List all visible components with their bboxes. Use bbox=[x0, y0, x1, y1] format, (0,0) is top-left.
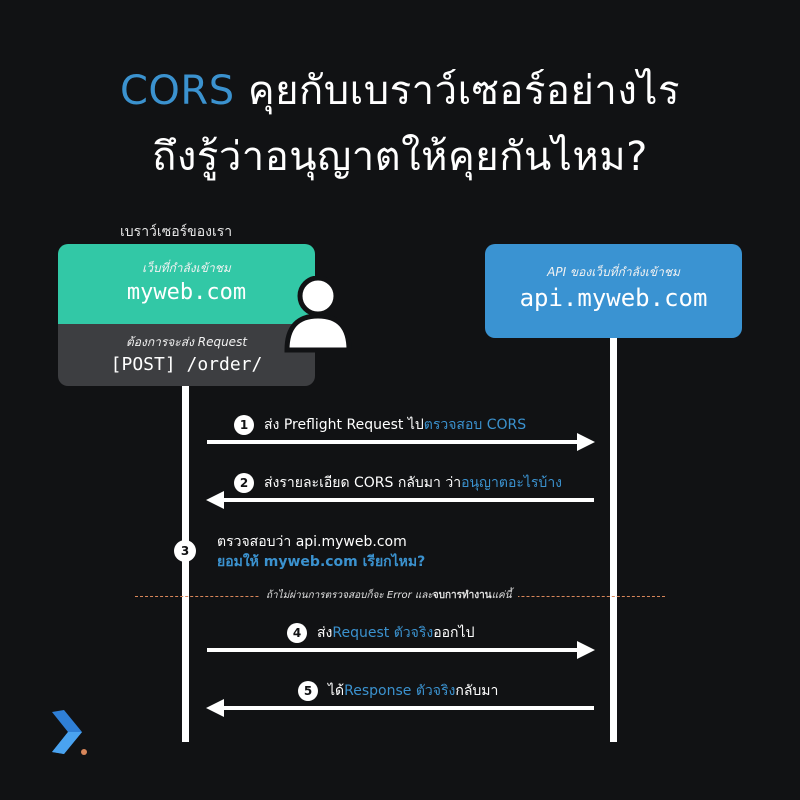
site-domain: myweb.com bbox=[126, 280, 247, 305]
step-2-label: 2 ส่งรายละเอียด CORS กลับมา ว่าอนุญาตอะไ… bbox=[234, 472, 562, 494]
step-5-number: 5 bbox=[298, 681, 318, 701]
step-5-label: 5 ได้ Response ตัวจริงกลับมา bbox=[298, 680, 498, 702]
brand-logo-icon bbox=[52, 710, 87, 755]
arrow-right-icon bbox=[207, 433, 595, 451]
step-2-number: 2 bbox=[234, 473, 254, 493]
step-4-after: ออกไป bbox=[433, 625, 475, 641]
browser-request-card: ต้องการจะส่ง Request [POST] /order/ bbox=[58, 324, 315, 386]
step-4-text: ส่ง bbox=[317, 625, 333, 641]
api-lifeline bbox=[610, 338, 617, 742]
page-title-line-1: CORS คุยกับเบราว์เซอร์อย่างไร bbox=[0, 62, 800, 120]
api-caption: API ของเว็บที่กำลังเข้าชม bbox=[547, 265, 680, 279]
arrow-right-icon bbox=[207, 641, 595, 659]
page-title-line-2: ถึงรู้ว่าอนุญาตให้คุยกันไหม? bbox=[152, 134, 648, 180]
title-accent: CORS bbox=[120, 68, 235, 114]
divider-note: ถ้าไม่ผ่านการตรวจสอบก็จะ Error และจบการท… bbox=[260, 588, 518, 603]
step-3-number: 3 bbox=[174, 540, 196, 562]
title-rest: คุยกับเบราว์เซอร์อย่างไร bbox=[234, 68, 680, 114]
browser-lifeline bbox=[182, 386, 189, 742]
step-3-label: ตรวจสอบว่า api.myweb.com ยอมให้ myweb.co… bbox=[217, 532, 425, 572]
api-card: API ของเว็บที่กำลังเข้าชม api.myweb.com bbox=[485, 244, 742, 338]
step-3-text: ตรวจสอบว่า api.myweb.com bbox=[217, 534, 407, 550]
divider-note-text: ถ้าไม่ผ่านการตรวจสอบก็จะ Error และ bbox=[266, 590, 433, 601]
step-2-text: ส่งรายละเอียด CORS กลับมา ว่า bbox=[264, 475, 462, 491]
site-caption: เว็บที่กำลังเข้าชม bbox=[142, 261, 231, 275]
step-5-highlight: Response ตัวจริง bbox=[344, 683, 456, 699]
step-5-after: กลับมา bbox=[455, 683, 499, 699]
step-4-highlight: Request ตัวจริง bbox=[332, 625, 434, 641]
browser-caption: เบราว์เซอร์ของเรา bbox=[120, 224, 233, 240]
step-1-highlight: ตรวจสอบ CORS bbox=[423, 417, 527, 433]
request-caption: ต้องการจะส่ง Request bbox=[125, 335, 248, 349]
step-4-number: 4 bbox=[287, 623, 307, 643]
arrow-left-icon bbox=[206, 699, 594, 717]
divider-note-bold: จบการทำงาน bbox=[432, 590, 492, 601]
arrow-left-icon bbox=[206, 491, 594, 509]
request-value: [POST] /order/ bbox=[110, 354, 263, 375]
divider-note-after: แค่นี้ bbox=[491, 590, 512, 601]
browser-site-card: เว็บที่กำลังเข้าชม myweb.com bbox=[58, 244, 315, 324]
step-2-highlight: อนุญาตอะไรบ้าง bbox=[461, 475, 563, 491]
person-icon bbox=[284, 276, 352, 353]
step-3-highlight: ยอมให้ myweb.com เรียกไหม? bbox=[217, 554, 426, 570]
step-5-text: ได้ bbox=[328, 683, 345, 699]
step-4-label: 4 ส่ง Request ตัวจริงออกไป bbox=[287, 622, 474, 644]
step-1-label: 1 ส่ง Preflight Request ไปตรวจสอบ CORS bbox=[234, 414, 526, 436]
step-1-number: 1 bbox=[234, 415, 254, 435]
step-1-text: ส่ง Preflight Request ไป bbox=[264, 417, 424, 433]
api-domain: api.myweb.com bbox=[519, 284, 708, 312]
